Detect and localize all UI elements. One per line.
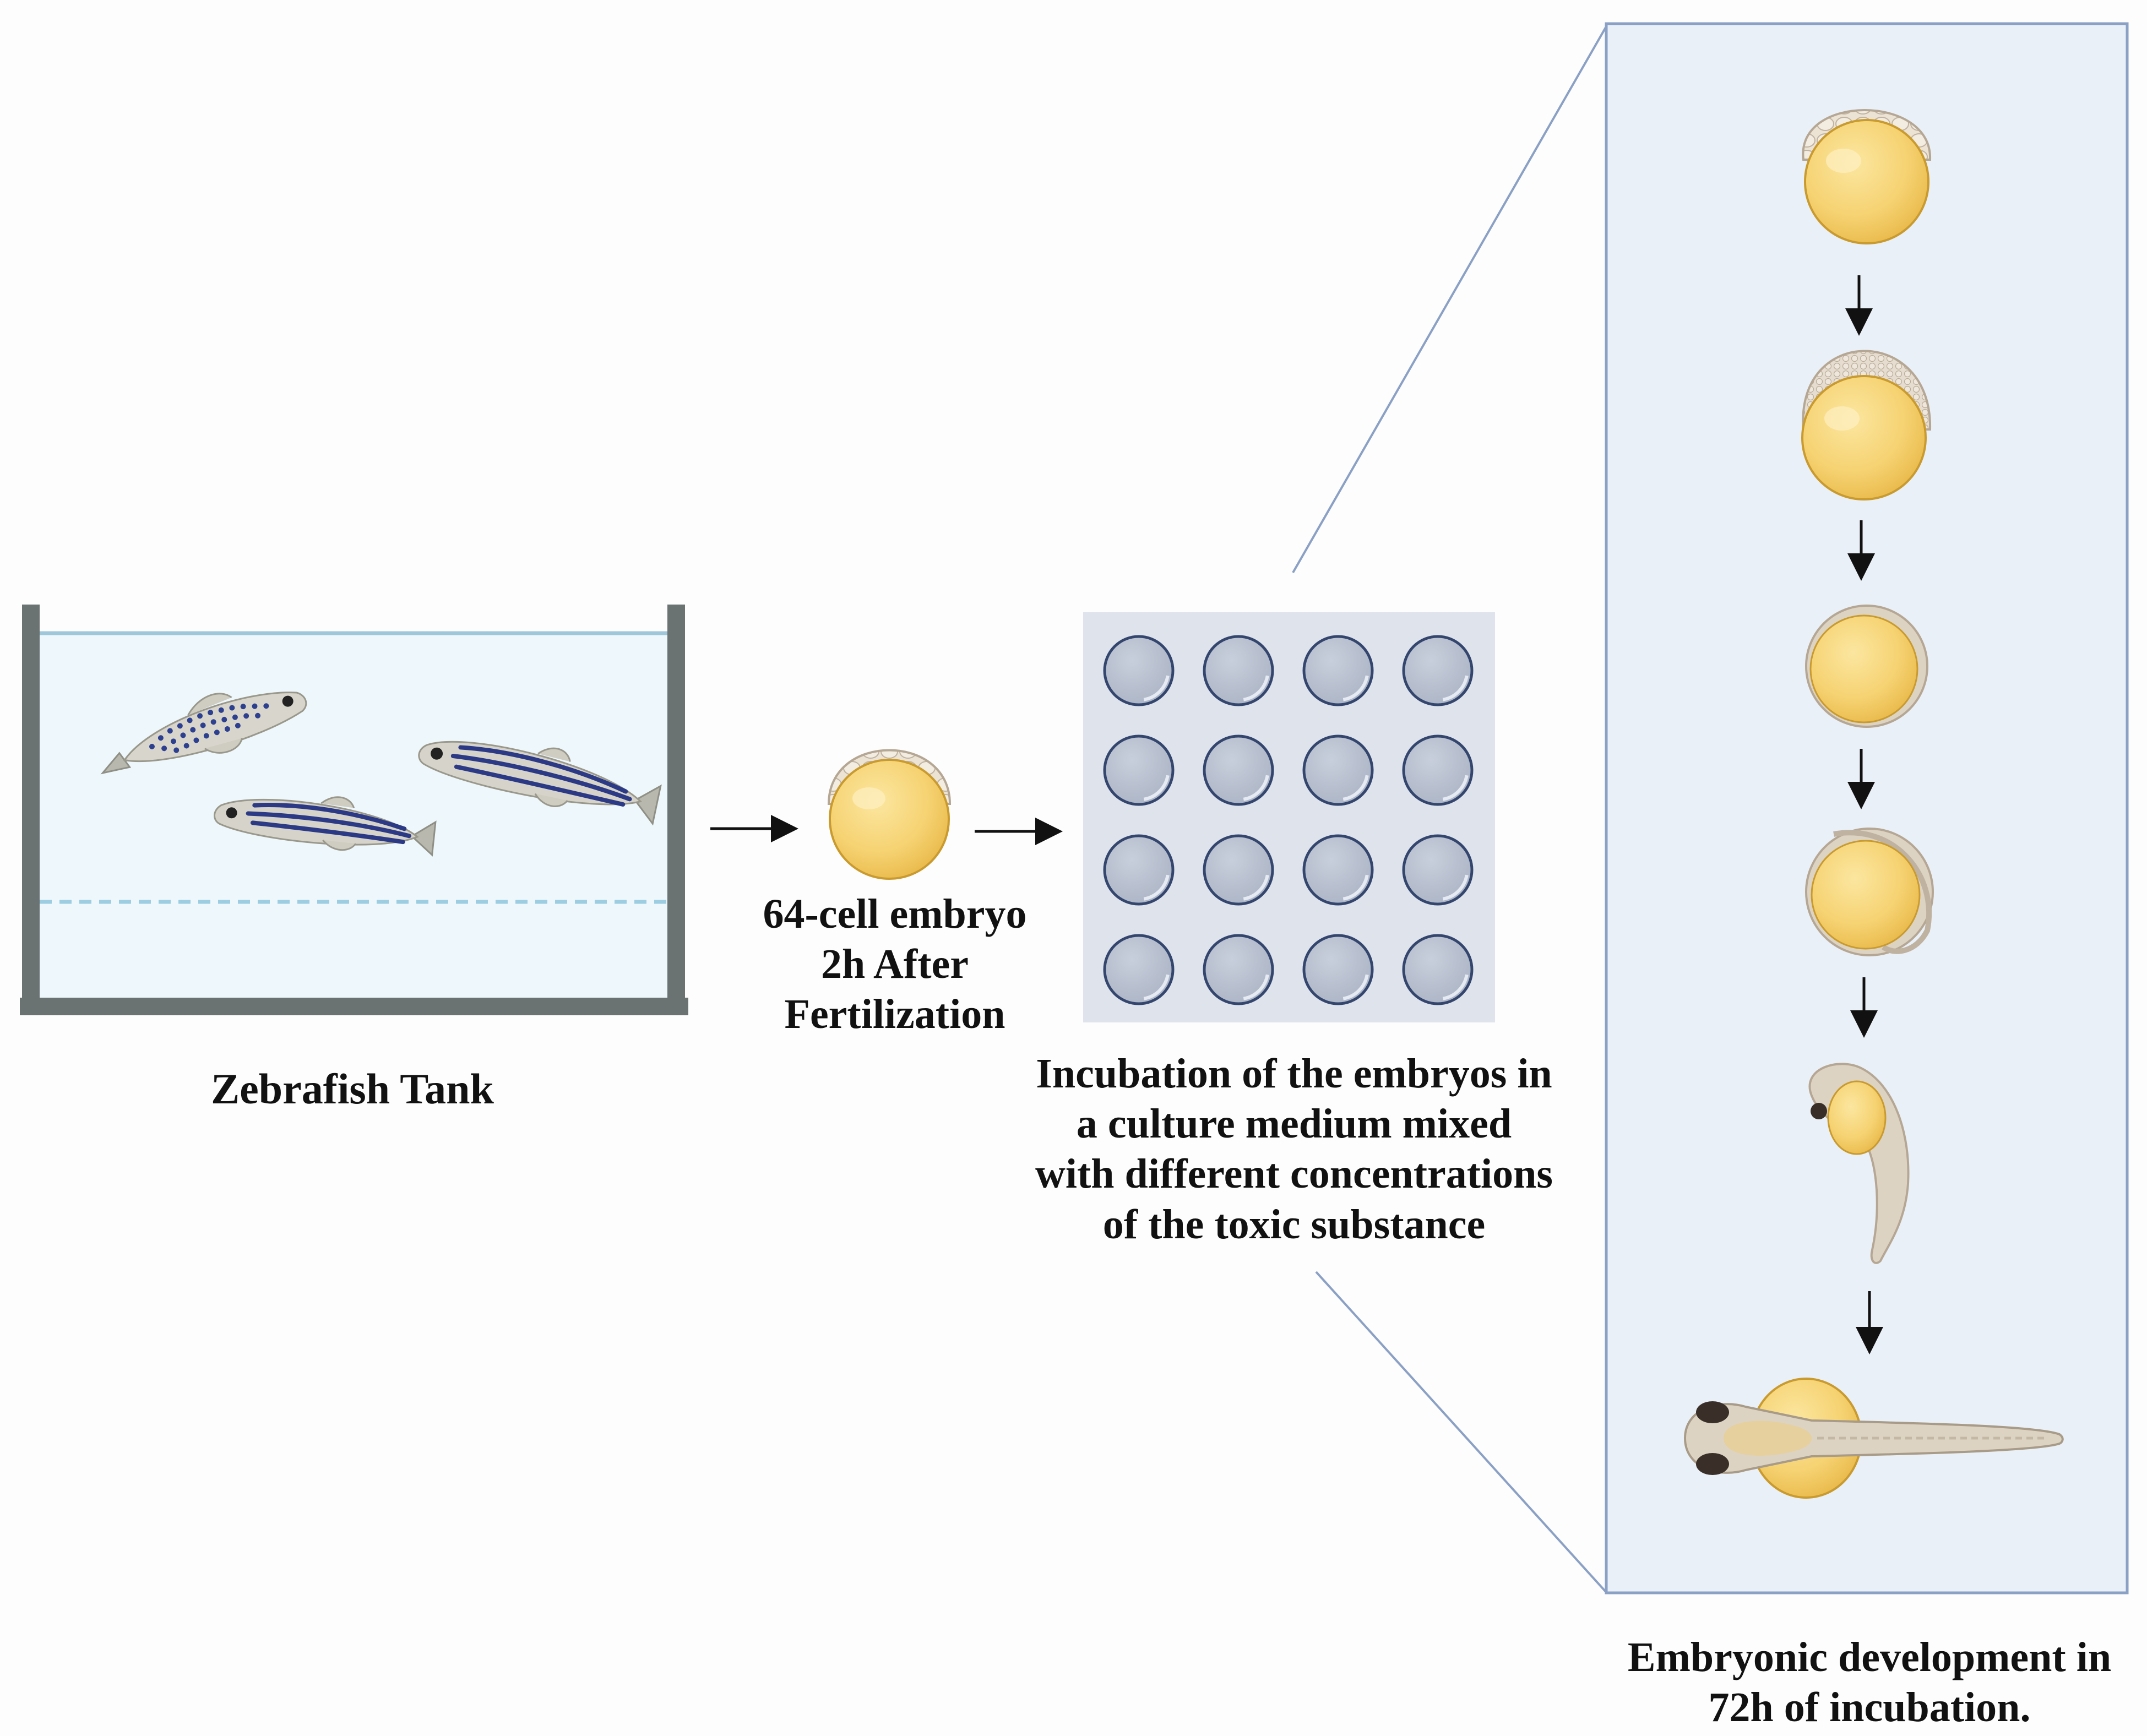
incubation-label-line-4: of the toxic substance xyxy=(1102,1201,1486,1248)
well-highlight xyxy=(1442,775,1469,801)
development-panel xyxy=(1605,22,2129,1594)
incubation-label: Incubation of the embryos in a culture m… xyxy=(986,1049,1602,1250)
zoom-line-top xyxy=(1292,26,1607,573)
stage-epiboly xyxy=(1801,350,1932,500)
embryo-label-line-2: 2h After xyxy=(820,941,969,988)
well-1-4 xyxy=(1402,635,1474,706)
embryo-yolk xyxy=(829,759,950,880)
well-highlight xyxy=(1143,974,1170,1000)
well-3-1 xyxy=(1103,834,1175,906)
stage-larva xyxy=(1683,1378,2064,1499)
striped-zebrafish-right xyxy=(418,741,662,826)
well-4-2 xyxy=(1203,934,1274,1005)
well-grid xyxy=(1103,635,1474,1005)
well-1-2 xyxy=(1203,635,1274,706)
tank-label-text: Zebrafish Tank xyxy=(211,1065,494,1113)
embryo-label-line-3: Fertilization xyxy=(784,991,1005,1038)
well-highlight xyxy=(1442,974,1469,1000)
well-2-2 xyxy=(1203,734,1274,806)
well-highlight xyxy=(1442,675,1469,701)
well-highlight xyxy=(1342,974,1369,1000)
tank-right-wall xyxy=(667,605,685,1006)
well-3-3 xyxy=(1302,834,1374,906)
incubation-label-line-1: Incubation of the embryos in xyxy=(1036,1051,1552,1097)
well-highlight xyxy=(1143,775,1170,801)
well-highlight xyxy=(1143,874,1170,901)
well-highlight xyxy=(1342,775,1369,801)
well-highlight xyxy=(1143,675,1170,701)
well-highlight xyxy=(1243,675,1269,701)
development-label-line-1: Embryonic development in xyxy=(1627,1634,2112,1680)
incubation-label-line-2: a culture medium mixed xyxy=(1076,1101,1512,1147)
well-2-4 xyxy=(1402,734,1474,806)
well-highlight xyxy=(1342,874,1369,901)
stage-gastrula xyxy=(1805,605,1928,728)
well-2-3 xyxy=(1302,734,1374,806)
well-plate xyxy=(1083,612,1495,1022)
development-label: Embryonic development in 72h of incubati… xyxy=(1580,1632,2147,1733)
stage-segmentation xyxy=(1805,828,1934,956)
zoom-line-bottom xyxy=(1315,1271,1607,1593)
well-highlight xyxy=(1243,974,1269,1000)
well-4-4 xyxy=(1402,934,1474,1005)
well-1-3 xyxy=(1302,635,1374,706)
zebrafish-tank xyxy=(20,605,688,1015)
well-highlight xyxy=(1243,775,1269,801)
striped-zebrafish-left xyxy=(214,796,437,857)
well-highlight xyxy=(1442,874,1469,901)
well-4-3 xyxy=(1302,934,1374,1005)
incubation-label-line-3: with different concentrations xyxy=(1035,1151,1553,1198)
embryo-label-line-1: 64-cell embryo xyxy=(763,891,1027,937)
well-4-1 xyxy=(1103,934,1175,1005)
tank-bottom xyxy=(20,998,688,1015)
well-1-1 xyxy=(1103,635,1175,706)
stage-pharyngula xyxy=(1808,1063,1910,1264)
embryo-label: 64-cell embryo 2h After Fertilization xyxy=(716,889,1074,1040)
tank-left-wall xyxy=(22,605,40,1006)
well-3-2 xyxy=(1203,834,1274,906)
stage-blastula xyxy=(1802,109,1932,244)
development-label-line-2: 72h of incubation. xyxy=(1708,1684,2031,1731)
well-3-4 xyxy=(1402,834,1474,906)
tank-label: Zebrafish Tank xyxy=(77,1063,628,1115)
panel-frame xyxy=(1605,22,2129,1594)
well-2-1 xyxy=(1103,734,1175,806)
well-highlight xyxy=(1243,874,1269,901)
spotted-zebrafish xyxy=(100,692,307,775)
64-cell-embryo xyxy=(827,749,952,880)
well-highlight xyxy=(1342,675,1369,701)
